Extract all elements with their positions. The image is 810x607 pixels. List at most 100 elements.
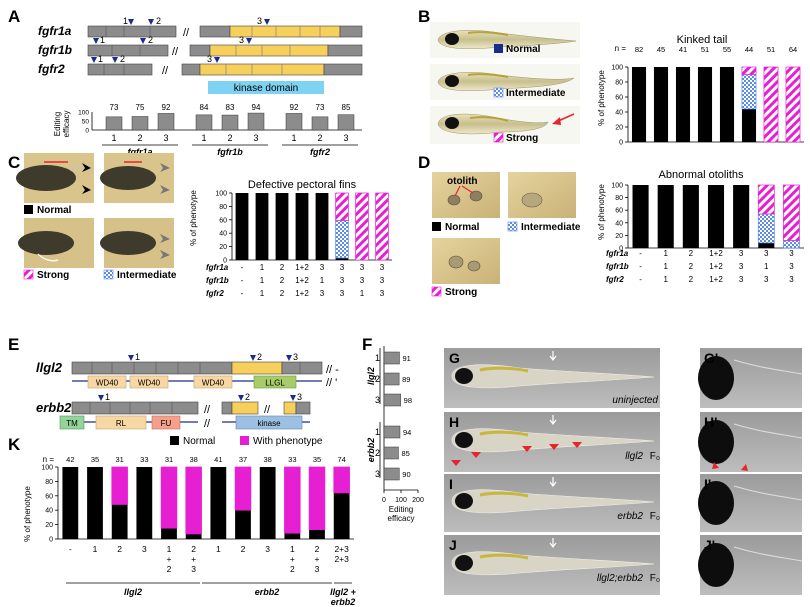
group-label-f-llgl2: llgl2 [366,367,376,385]
bar [383,393,401,407]
panel-c: C Normal Strong [8,153,392,298]
fish-eye [455,493,473,509]
n-value: 33 [140,455,148,464]
group-label: fgfr1b [217,147,243,157]
n-value: 31 [115,455,123,464]
genotype-cell: 2 [280,263,285,272]
legend-swatch-intermediate-c [103,269,114,280]
y-tick-label: 20 [615,125,623,132]
row-label-c-fgfr2: fgfr2 [206,289,224,298]
legend-label-strong-c: Strong [37,270,69,281]
bar-segment-with-phenotype [160,466,178,529]
genotype-cell: - [639,262,642,271]
site-label: 3 [239,35,244,45]
legend-label-normal-d: Normal [445,222,480,233]
chart-title-c: Defective pectoral fins [248,179,357,191]
inset-outline [733,546,803,562]
bar-segment-normal [653,67,669,142]
n-value: 41 [214,455,222,464]
y-tick-label: 60 [615,208,623,215]
caption-i-suffix: F₀ [650,511,660,522]
site-label: 3 [293,352,298,362]
data-label: 94 [252,103,261,112]
genotype-cell: - [639,275,642,284]
svg-text://: // [264,404,271,416]
fish-body [451,551,655,576]
bar-segment-normal [259,467,276,539]
site-label: 2 [148,35,153,45]
bar-segment-strong [375,192,389,261]
white-arrow [549,351,557,361]
panel-a: A fgfr1a fgfr1b fgfr2 // 1 2 3 [8,7,363,157]
genotype-label: - [69,544,72,554]
bar-segment-normal [62,467,79,539]
y-tick-label: 60 [615,95,623,102]
genotype-cell: 2 [689,249,694,258]
genotype-label: 3 [265,544,270,554]
panel-label-h: H [449,414,459,430]
y-tick-label: 0 [223,258,227,265]
bar [285,113,303,131]
y-axis-label-k: % of phenotype [23,486,32,542]
genotype-cell: 3 [340,289,345,298]
site-label: 2 [156,16,161,26]
group-label-k-erbb2-combo: erbb2 [331,597,356,607]
legend-label-strong-d: Strong [445,287,477,298]
legend-label-phenotype-k: With phenotype [253,436,323,447]
genotype-cell: 2 [689,262,694,271]
bar [131,116,149,131]
bar-segment-normal [733,185,750,248]
data-label: 94 [403,428,411,437]
genotype-label: + [167,554,172,564]
y-tick-label: 100 [41,465,53,472]
x-tick-label: 100 [395,497,407,504]
panel-label-j: J [449,537,457,553]
site-label: 3 [297,392,302,402]
group-label: fgfr2 [310,147,330,157]
legend-label-intermediate-d: Intermediate [521,222,581,233]
otolith-photo-intermediate [508,172,576,218]
yolk-pigment [479,430,529,437]
bar-segment-normal [235,193,249,260]
panel-label-g: G [449,350,460,366]
legend-label-strong-b: Strong [506,133,538,144]
data-label: 75 [136,103,145,112]
legend-swatch-normal-k [170,436,179,445]
genotype-cell: - [639,249,642,258]
bar-segment-normal [741,109,757,142]
data-label: 73 [316,103,325,112]
gene-model-llgl2: // - // ' WD40 WD40 WD40 LLGL 1 2 3 [71,352,339,389]
panel-label-inset-g: G' [704,350,718,366]
group-label-k-llgl2: llgl2 [124,587,142,597]
yolk-pigment [479,553,529,560]
caption-j-gene: llgl2;erbb2 [597,573,644,584]
fish-eye [455,432,473,448]
n-value: 37 [239,455,247,464]
bar-segment-strong [335,192,349,221]
x-tick-label: 3 [343,133,348,143]
bar-segment-normal [295,193,309,260]
domain-label: WD40 [202,379,225,388]
genotype-cell: 1 [663,275,668,284]
y-tick-label: 100 [78,110,89,117]
panel-label-i: I [449,476,453,492]
genotype-cell: 3 [340,276,345,285]
y-tick-label: 100 [611,65,623,72]
genotype-cell: 1+2 [709,275,723,284]
panel-label-k: K [8,435,21,454]
bar [383,446,399,460]
bar-segment-with-phenotype [284,466,301,534]
site-label: 1 [105,392,110,402]
bar-segment-normal [185,533,202,539]
data-label: 98 [404,396,412,405]
n-prefix-k: n = [43,455,55,464]
data-label: 84 [200,103,209,112]
y-tick-label: 1 [375,427,380,437]
bar-segment-normal [335,257,349,260]
bar-segment-strong [785,66,801,143]
